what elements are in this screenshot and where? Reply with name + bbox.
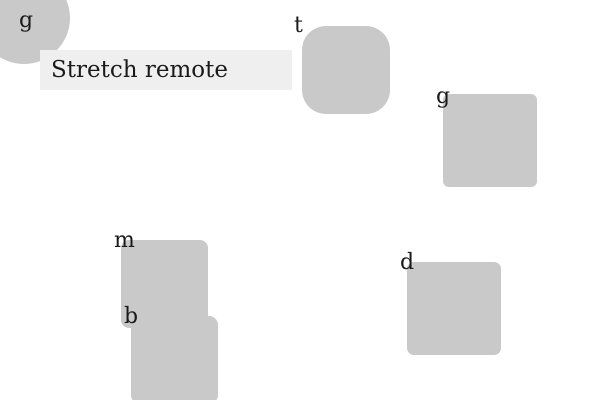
stretch-remote-field[interactable]: Stretch remote	[40, 50, 292, 90]
square-t-label: t	[294, 13, 303, 38]
square-g[interactable]	[443, 94, 537, 187]
square-b[interactable]	[131, 316, 218, 400]
square-d-label: d	[400, 250, 415, 275]
square-b-label: b	[124, 304, 139, 329]
circle-g-label: g	[19, 8, 34, 33]
square-m-label: m	[114, 228, 135, 253]
square-g-label: g	[436, 84, 451, 109]
square-m[interactable]	[121, 240, 208, 328]
rounded-square-t[interactable]	[302, 26, 390, 114]
square-d[interactable]	[407, 262, 501, 355]
